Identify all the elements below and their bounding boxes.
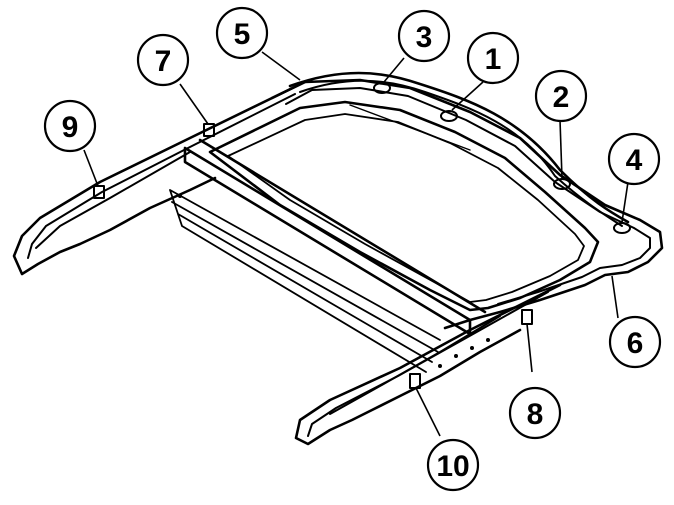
frame-outer-inner-edge <box>285 87 651 305</box>
fastener-10 <box>409 373 421 389</box>
leader-lines <box>83 51 629 437</box>
callout-10: 10 <box>426 438 480 492</box>
callout-4: 4 <box>607 132 661 186</box>
leader-7 <box>179 83 209 125</box>
fastener-7 <box>203 123 215 137</box>
leader-3 <box>383 57 405 83</box>
fastener-4 <box>613 222 631 234</box>
left-rail-inner <box>27 93 296 259</box>
callout-4-label: 4 <box>626 144 643 177</box>
callout-2-label: 2 <box>553 81 570 114</box>
callout-1: 1 <box>466 31 520 85</box>
right-rail <box>294 283 562 446</box>
sunroof-frame-drawing <box>12 71 664 446</box>
fastener-8 <box>521 309 533 325</box>
callout-9: 9 <box>43 99 97 153</box>
fastener-1 <box>440 110 458 122</box>
glass-reflection <box>349 104 471 151</box>
callout-6: 6 <box>608 315 662 369</box>
callout-5-label: 5 <box>234 18 251 51</box>
leader-2 <box>559 119 563 179</box>
right-rail-inner <box>307 291 549 437</box>
callout-3: 3 <box>397 9 451 63</box>
callout-8-label: 8 <box>527 398 544 431</box>
fastener-3 <box>373 82 391 94</box>
callout-10-label: 10 <box>436 450 469 483</box>
glass-opening <box>208 100 600 312</box>
left-rail-lower <box>35 151 191 249</box>
callout-3-label: 3 <box>416 21 433 54</box>
callout-7: 7 <box>136 33 190 87</box>
callout-7-label: 7 <box>155 45 172 78</box>
callout-8: 8 <box>508 386 562 440</box>
rear-cross-member <box>183 138 487 336</box>
callout-1-label: 1 <box>485 43 502 76</box>
callout-6-label: 6 <box>627 327 644 360</box>
callout-2: 2 <box>534 69 588 123</box>
rear-panel <box>169 189 441 373</box>
callout-5: 5 <box>215 6 269 60</box>
leader-9 <box>83 149 99 187</box>
fastener-9 <box>93 185 105 199</box>
callouts: 1 2 3 4 5 6 7 8 <box>43 6 662 492</box>
leader-4 <box>621 181 629 223</box>
callout-9-label: 9 <box>62 111 79 144</box>
frame-outer <box>270 78 664 330</box>
leader-5 <box>261 51 301 81</box>
leader-1 <box>451 81 484 111</box>
leader-6 <box>611 275 619 319</box>
drain-tube-front <box>288 71 630 224</box>
leader-8 <box>526 323 533 373</box>
rail-holes <box>178 194 490 368</box>
leader-10 <box>415 387 441 437</box>
fasteners <box>93 82 631 389</box>
fastener-2 <box>553 178 571 190</box>
left-rail <box>12 80 307 276</box>
